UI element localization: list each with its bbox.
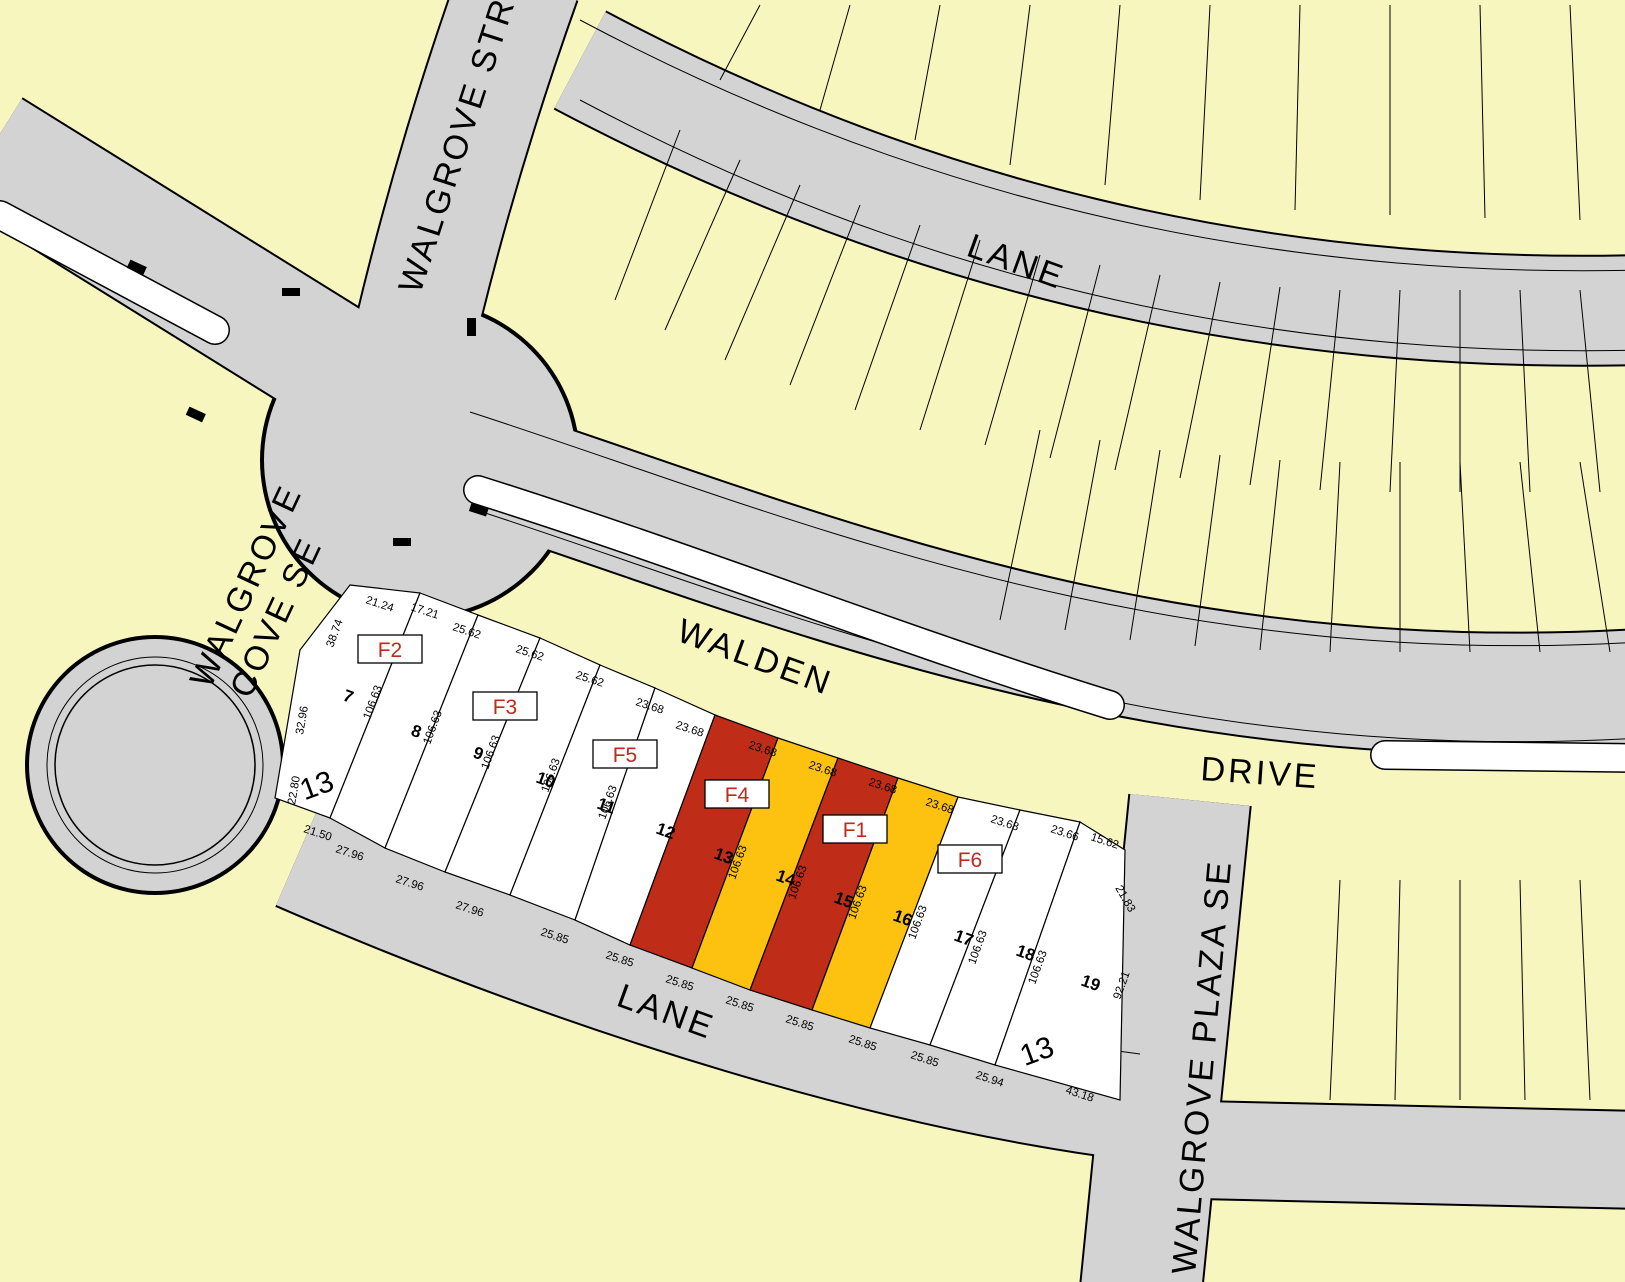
phase-badge-box — [592, 739, 658, 769]
phase-badge[interactable]: F2 — [357, 634, 423, 664]
lot-extra-dimension: 22.80 — [286, 775, 303, 805]
street-name: DRIVE — [1199, 750, 1320, 796]
phase-badge-label: F5 — [613, 744, 638, 767]
lot-19-parcel[interactable] — [994, 821, 1126, 1101]
phase-badge-label: F2 — [378, 639, 403, 662]
curb-markers — [126, 259, 489, 546]
lot-number: 11 — [595, 794, 618, 818]
phase-badge-label: F6 — [958, 849, 983, 872]
phase-badge[interactable]: F4 — [704, 779, 770, 809]
phase-badge-box — [704, 779, 770, 809]
upper-parcel-lines — [614, 4, 1611, 653]
phase-badge[interactable]: F6 — [937, 844, 1003, 874]
phase-badge-label: F3 — [493, 696, 518, 719]
phase-badge[interactable]: F1 — [822, 814, 888, 844]
phase-badge-label: F1 — [843, 819, 868, 842]
phase-badge[interactable]: F5 — [592, 739, 658, 769]
phase-badge[interactable]: F3 — [472, 691, 538, 721]
lot-extra-dimension: 32.96 — [294, 705, 311, 735]
phase-badge-box — [937, 844, 1003, 874]
lower-right-parcel-lines — [1329, 879, 1591, 1101]
road-medians — [0, 200, 1625, 773]
phase-badge-label: F4 — [725, 784, 750, 807]
phase-badge-box — [822, 814, 888, 844]
phase-badge-box — [472, 691, 538, 721]
phase-badge-box — [357, 634, 423, 664]
